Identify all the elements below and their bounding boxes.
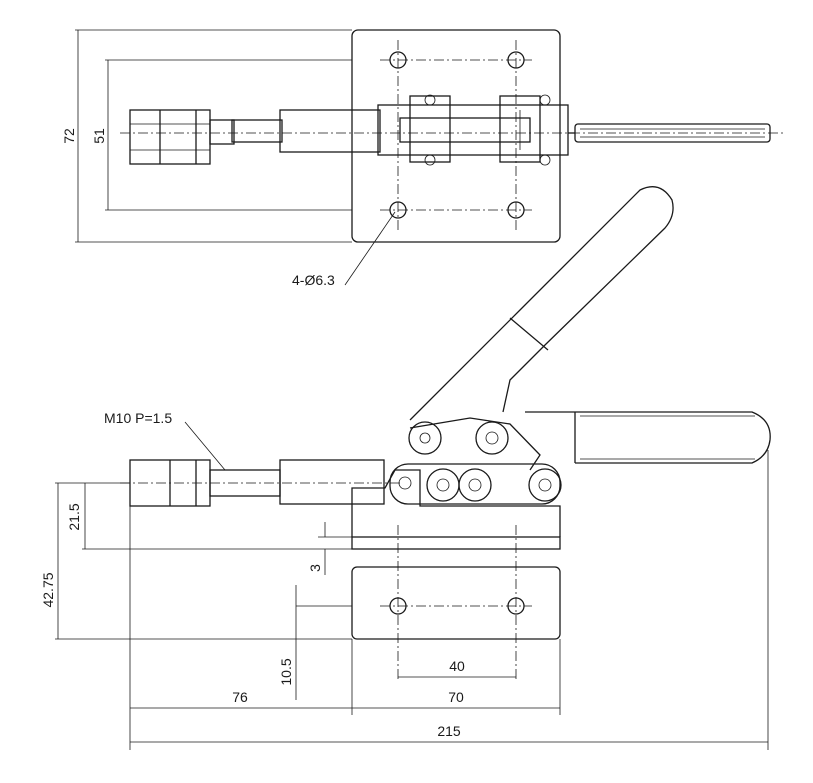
thread-note: M10 P=1.5 <box>104 410 172 426</box>
side-handle-horizontal <box>525 411 771 464</box>
top-base-plate <box>351 29 561 243</box>
side-base-plate <box>351 536 561 550</box>
top-body <box>377 104 569 156</box>
side-frame <box>351 469 561 537</box>
dim-40: 40 <box>449 658 465 674</box>
top-view: 72 51 4-Ø6.3 <box>61 29 785 288</box>
top-plunger <box>279 109 381 153</box>
dim-3: 3 <box>307 564 323 572</box>
top-hex-nut <box>129 109 211 165</box>
bottom-plate <box>351 566 561 640</box>
side-plunger <box>279 459 385 505</box>
dim-70: 70 <box>448 689 464 705</box>
dim-21-5: 21.5 <box>66 503 82 530</box>
side-handle-raised <box>409 186 674 421</box>
dim-215: 215 <box>437 723 461 739</box>
dim-10-5: 10.5 <box>278 658 294 685</box>
holes-note: 4-Ø6.3 <box>292 272 335 288</box>
dim-51: 51 <box>91 128 107 144</box>
dim-72: 72 <box>61 128 77 144</box>
dim-42-75: 42.75 <box>40 572 56 607</box>
dim-76: 76 <box>232 689 248 705</box>
side-view: M10 P=1.5 21.5 42.75 3 10.5 40 76 70 <box>40 186 771 750</box>
